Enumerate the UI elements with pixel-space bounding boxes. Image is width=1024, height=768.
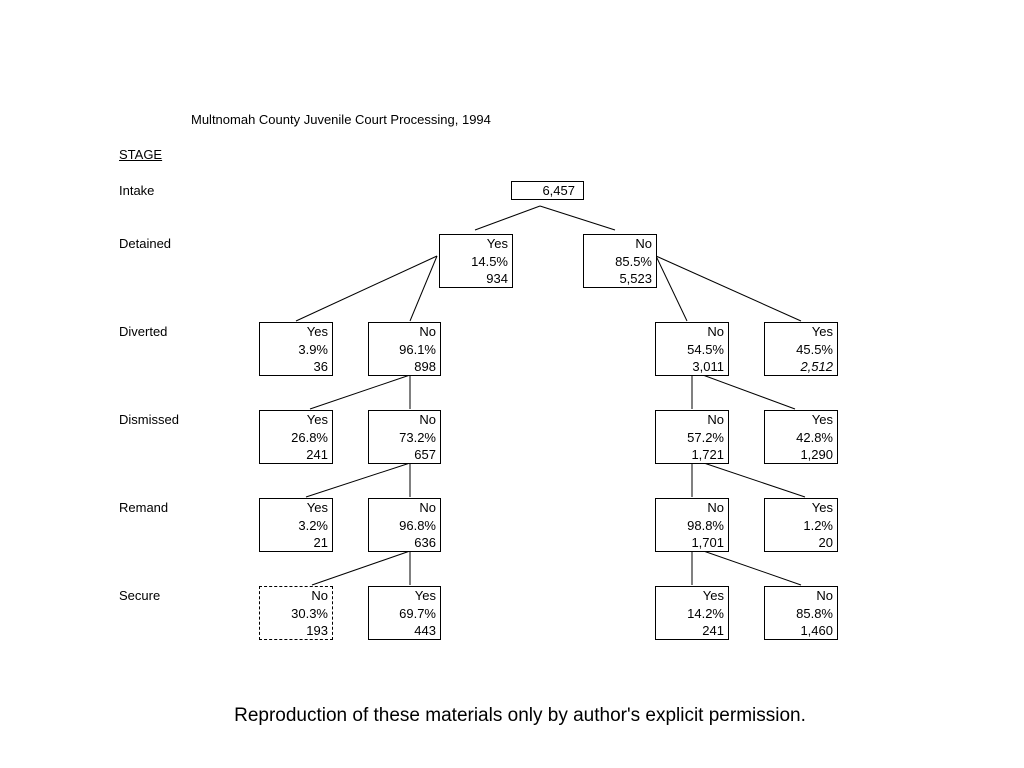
node-count: 1,460 — [800, 623, 833, 638]
stage-label-detained: Detained — [119, 236, 172, 251]
node-count: 898 — [414, 359, 436, 374]
node-r-secure-yes: Yes 14.2% 241 — [655, 586, 729, 640]
node-count: 1,290 — [800, 447, 833, 462]
node-pct: 3.2% — [298, 517, 328, 533]
node-label: Yes — [811, 500, 833, 515]
node-pct: 85.8% — [796, 605, 833, 621]
node-label: No — [311, 588, 328, 603]
node-pct: 54.5% — [687, 341, 724, 357]
diagram-title: Multnomah County Juvenile Court Processi… — [191, 112, 491, 127]
node-detained-yes: Yes 14.5% 934 — [439, 234, 513, 288]
node-count: 2,512 — [800, 359, 833, 374]
edge-l-diverted-no-dismissed-yes — [309, 374, 411, 410]
node-l-remand-no: No 96.8% 636 — [368, 498, 441, 552]
edge-l-dismissed-no-remand-yes — [305, 462, 411, 498]
node-r-remand-no: No 98.8% 1,701 — [655, 498, 729, 552]
node-r-dismissed-no: No 57.2% 1,721 — [655, 410, 729, 464]
node-count: 36 — [313, 359, 328, 374]
node-r-secure-no: No 85.8% 1,460 — [764, 586, 838, 640]
node-label: Yes — [811, 324, 833, 339]
node-count: 193 — [306, 623, 328, 638]
node-pct: 14.5% — [471, 253, 508, 269]
node-label: Yes — [702, 588, 724, 603]
node-l-secure-no: No 30.3% 193 — [259, 586, 333, 640]
node-count: 657 — [414, 447, 436, 462]
node-r-dismissed-yes: Yes 42.8% 1,290 — [764, 410, 838, 464]
node-count: 1,721 — [691, 447, 724, 462]
node-r-remand-yes: Yes 1.2% 20 — [764, 498, 838, 552]
stage-heading: STAGE — [119, 147, 163, 162]
stage-label-intake: Intake — [119, 183, 155, 198]
node-count: 5,523 — [619, 271, 652, 286]
node-count: 3,011 — [692, 359, 724, 374]
node-label: Yes — [306, 324, 328, 339]
node-intake-value: 6,457 — [542, 183, 575, 198]
node-l-secure-yes: Yes 69.7% 443 — [368, 586, 441, 640]
node-pct: 57.2% — [687, 429, 724, 445]
node-count: 241 — [306, 447, 328, 462]
node-l-dismissed-no: No 73.2% 657 — [368, 410, 441, 464]
node-pct: 85.5% — [615, 253, 652, 269]
node-intake: 6,457 — [511, 181, 584, 200]
edge-intake-detained-yes — [474, 205, 541, 231]
node-label: No — [816, 588, 833, 603]
edge-intake-detained-no — [539, 205, 616, 231]
edge-detained-yes-diverted-yes — [295, 255, 438, 322]
node-pct: 30.3% — [291, 605, 328, 621]
node-l-remand-yes: Yes 3.2% 21 — [259, 498, 333, 552]
node-label: No — [419, 500, 436, 515]
node-label: No — [635, 236, 652, 251]
node-l-dismissed-yes: Yes 26.8% 241 — [259, 410, 333, 464]
stage-label-remand: Remand — [119, 500, 169, 515]
node-pct: 1.2% — [803, 517, 833, 533]
node-pct: 69.7% — [399, 605, 436, 621]
node-label: Yes — [811, 412, 833, 427]
node-pct: 73.2% — [399, 429, 436, 445]
node-count: 636 — [414, 535, 436, 550]
node-label: Yes — [306, 412, 328, 427]
node-count: 20 — [818, 535, 833, 550]
edge-r-diverted-no-dismissed-yes — [691, 370, 796, 410]
permission-notice: Reproduction of these materials only by … — [234, 705, 806, 726]
node-l-diverted-no: No 96.1% 898 — [368, 322, 441, 376]
node-pct: 42.8% — [796, 429, 833, 445]
edge-r-remand-no-secure-no — [691, 546, 802, 586]
node-count: 1,701 — [691, 535, 724, 550]
stage-label-diverted: Diverted — [119, 324, 168, 339]
edge-detained-no-diverted-no — [655, 255, 688, 322]
node-r-diverted-yes: Yes 45.5% 2,512 — [764, 322, 838, 376]
node-pct: 98.8% — [687, 517, 724, 533]
node-count: 241 — [702, 623, 724, 638]
edge-l-remand-no-secure-no — [311, 550, 411, 586]
node-label: Yes — [306, 500, 328, 515]
node-pct: 14.2% — [687, 605, 724, 621]
node-label: Yes — [414, 588, 436, 603]
node-label: No — [707, 412, 724, 427]
node-label: No — [707, 324, 724, 339]
node-pct: 96.1% — [399, 341, 436, 357]
node-count: 934 — [486, 271, 508, 286]
node-l-diverted-yes: Yes 3.9% 36 — [259, 322, 333, 376]
node-r-diverted-no: No 54.5% 3,011 — [655, 322, 729, 376]
node-pct: 45.5% — [796, 341, 833, 357]
node-label: No — [419, 324, 436, 339]
node-label: No — [707, 500, 724, 515]
node-detained-no: No 85.5% 5,523 — [583, 234, 657, 288]
node-pct: 26.8% — [291, 429, 328, 445]
edge-detained-no-diverted-yes — [655, 255, 802, 322]
edge-detained-yes-diverted-no — [409, 255, 438, 322]
edge-r-dismissed-no-remand-yes — [691, 458, 806, 498]
stage-label-secure: Secure — [119, 588, 161, 603]
node-pct: 3.9% — [298, 341, 328, 357]
node-label: Yes — [486, 236, 508, 251]
stage-label-dismissed: Dismissed — [119, 412, 179, 427]
node-pct: 96.8% — [399, 517, 436, 533]
node-label: No — [419, 412, 436, 427]
node-count: 21 — [313, 535, 328, 550]
node-count: 443 — [414, 623, 436, 638]
